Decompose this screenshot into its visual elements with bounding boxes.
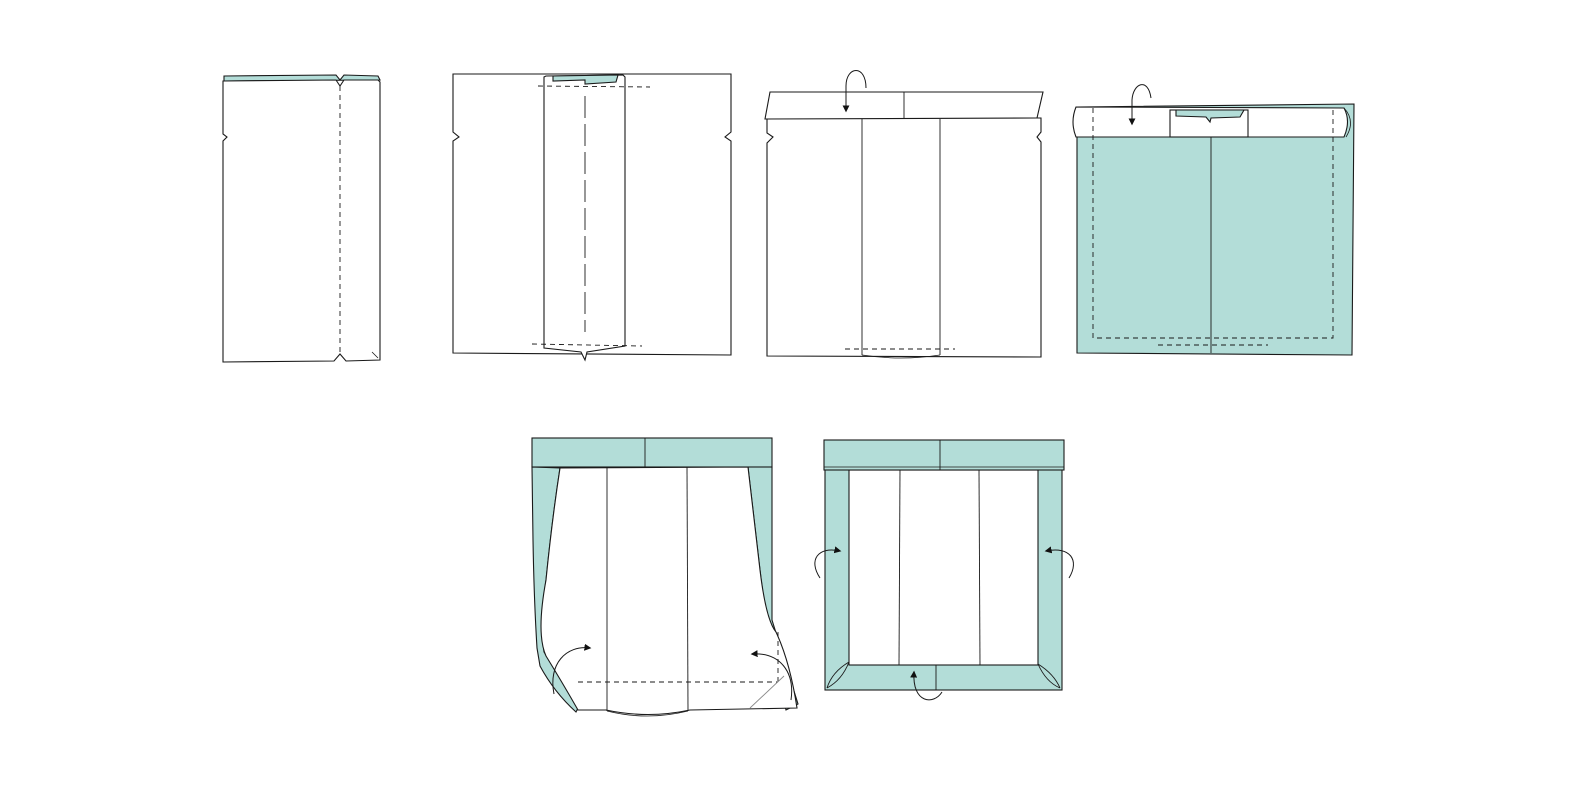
step-3-strip-bottom xyxy=(861,354,941,359)
step-3-panel xyxy=(766,117,1042,358)
step-4-lining-layered xyxy=(1072,84,1355,356)
step-1-strip-body xyxy=(222,79,381,363)
step-6-inner-panel xyxy=(848,469,1039,666)
step-3-band-folded xyxy=(764,70,1044,359)
step-6-left-arrow-icon xyxy=(814,546,842,579)
step-4-band-roll xyxy=(1343,107,1351,138)
step-5-corner-miter-line xyxy=(749,675,785,709)
step-6-left-bottom-miter xyxy=(826,661,850,689)
step-1-folded-strip xyxy=(222,74,381,363)
step-2-top-stitch-line xyxy=(537,85,651,88)
step-5-center-panel xyxy=(540,466,798,716)
step-5-top-band xyxy=(531,437,773,468)
step-5-sides-turned xyxy=(531,437,799,717)
step-6-finished-frame xyxy=(814,439,1074,701)
step-2-strip-fabric-tip xyxy=(552,74,619,85)
step-6-strip-left-edge xyxy=(898,469,901,666)
step-6-right-bottom-miter xyxy=(1037,663,1061,689)
step-2-strip-on-panel xyxy=(452,73,732,362)
step-6-right-arrow-icon xyxy=(1044,546,1074,579)
step-5-right-turn-arrow-icon xyxy=(750,650,793,701)
step-3-fold-arrow-icon xyxy=(842,70,867,113)
step-6-top-band xyxy=(823,439,1065,471)
step-4-fold-arrow-icon xyxy=(1128,84,1152,126)
step-5-strip-right-edge xyxy=(686,466,689,712)
step-1-bottom-notch xyxy=(371,351,379,359)
step-2-bottom-stitch-line xyxy=(531,343,643,347)
step-5-left-turn-arrow-icon xyxy=(552,643,592,695)
step-4-lining-fabric xyxy=(1076,103,1355,356)
step-4-stitch-outline xyxy=(1092,108,1334,339)
step-6-strip-right-edge xyxy=(978,469,981,666)
step-5-strip-bottom xyxy=(606,710,689,717)
step-2-strip xyxy=(543,74,626,362)
step-4-strip-tab-fabric xyxy=(1175,109,1245,124)
step-6-bottom-arrow-icon xyxy=(910,670,943,701)
